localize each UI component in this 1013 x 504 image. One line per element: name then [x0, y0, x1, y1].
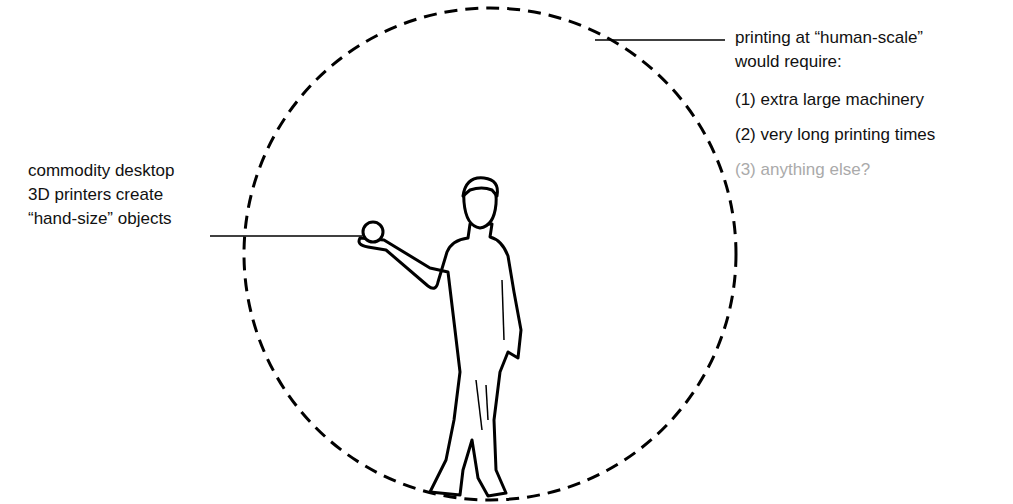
list-item: (1) extra large machinery — [735, 88, 1013, 112]
callout-note: printing at “human-scale” would require: — [735, 26, 965, 74]
person-silhouette — [359, 178, 521, 496]
leader-line — [595, 39, 725, 41]
list-item: (2) very long printing times — [735, 123, 1013, 147]
list-item: (3) anything else? — [735, 158, 1013, 182]
silhouette-detail — [476, 280, 504, 430]
callout-note: commodity desktop 3D printers create “ha… — [28, 159, 192, 231]
leader-line — [210, 235, 362, 237]
human-scale-circle — [244, 8, 736, 500]
